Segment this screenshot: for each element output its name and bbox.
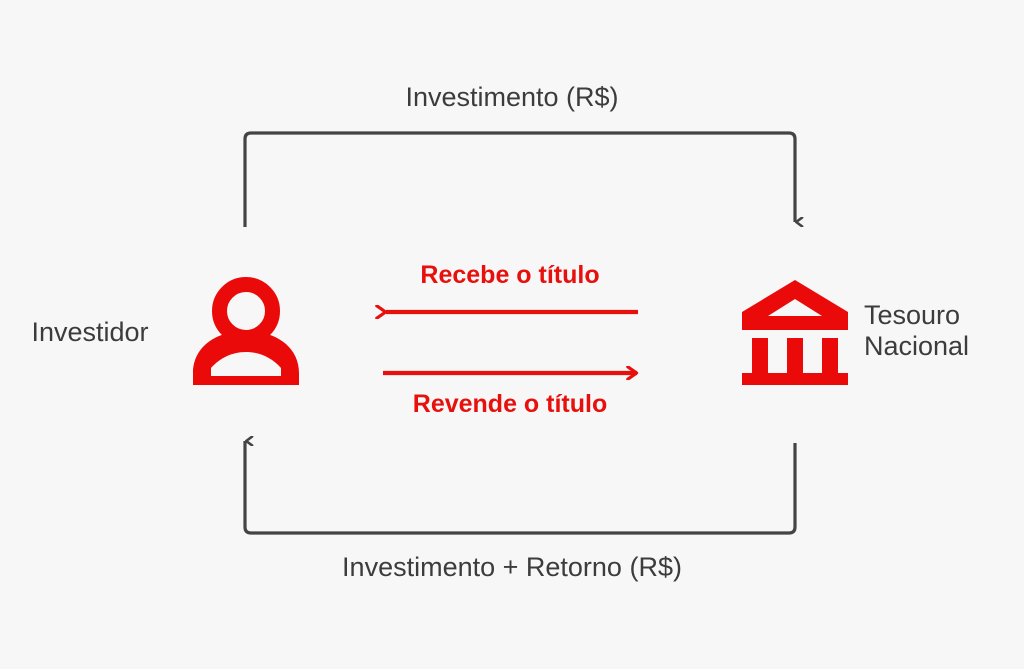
node-label-treasury-line2: Nacional bbox=[864, 331, 970, 362]
node-label-investor: Investidor bbox=[31, 317, 149, 347]
flow-path-top bbox=[243, 131, 795, 227]
bank-icon bbox=[742, 280, 848, 385]
flow-path-bottom bbox=[243, 441, 797, 535]
flow-label-top: Investimento (R$) bbox=[405, 82, 619, 112]
flow-label-revende-titulo: Revende o título bbox=[412, 390, 608, 418]
flow-label-bottom: Investimento + Retorno (R$) bbox=[342, 552, 682, 582]
node-label-treasury-line1: Tesouro bbox=[864, 300, 961, 330]
person-icon bbox=[193, 277, 299, 385]
flow-label-recebe-titulo: Recebe o título bbox=[420, 261, 600, 289]
